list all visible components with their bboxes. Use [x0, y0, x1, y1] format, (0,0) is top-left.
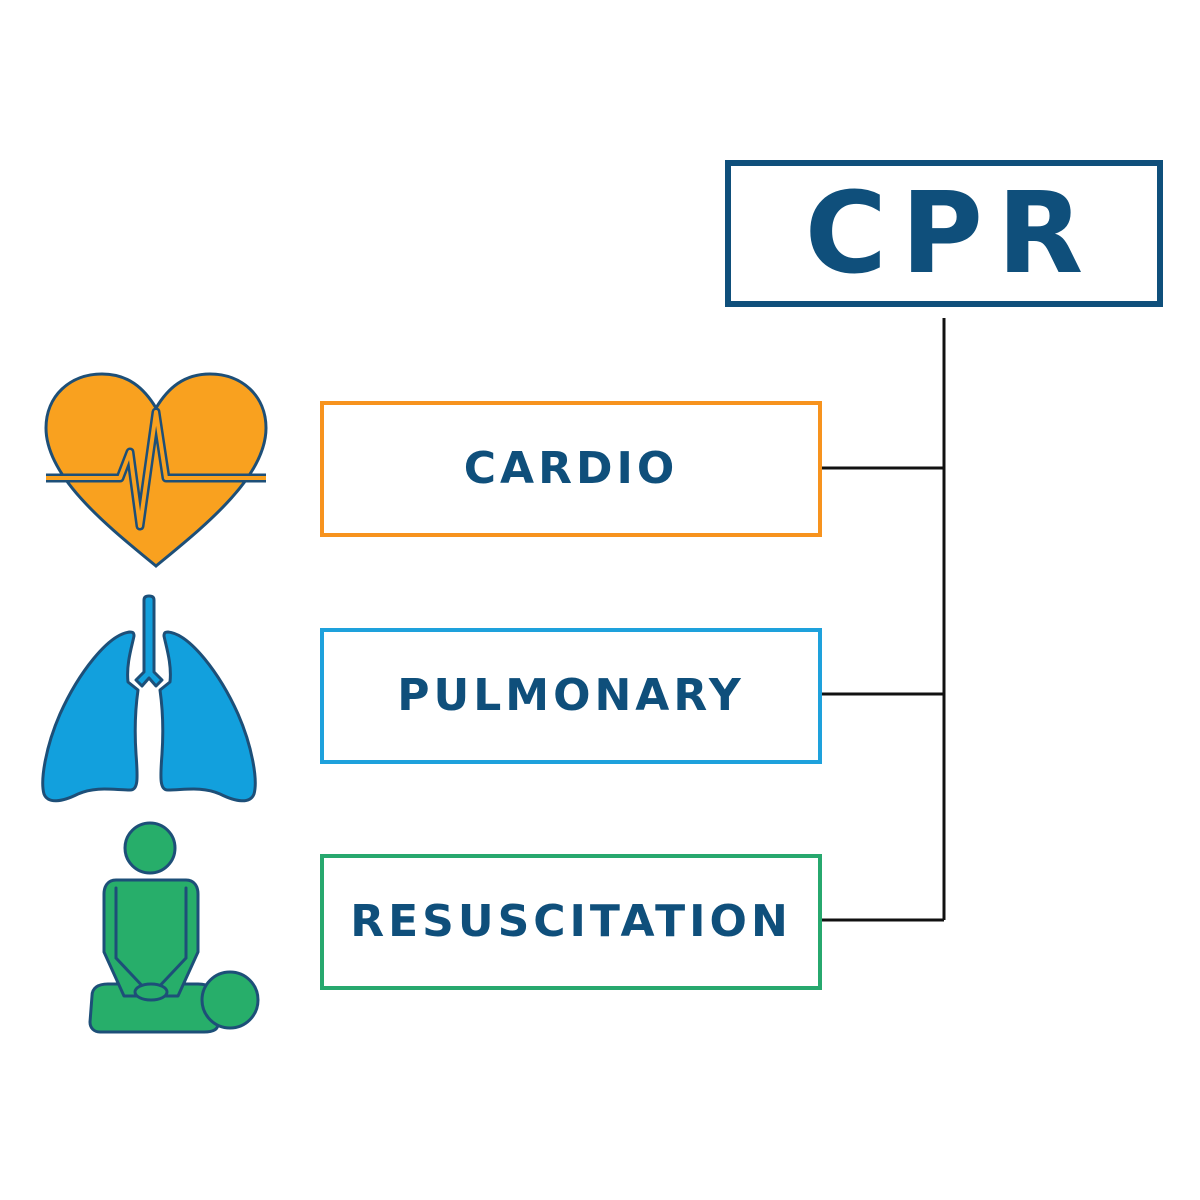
acronym-box: CPR — [725, 160, 1163, 307]
term-box-cardio: CARDIO — [320, 401, 822, 537]
acronym-title: CPR — [804, 168, 1098, 299]
term-box-resuscitation: RESUSCITATION — [320, 854, 822, 990]
term-box-pulmonary: PULMONARY — [320, 628, 822, 764]
term-label-cardio: CARDIO — [463, 443, 679, 494]
lungs-icon — [41, 594, 257, 803]
heart-icon — [44, 372, 268, 568]
cpr-person-icon — [88, 821, 260, 1034]
term-label-resuscitation: RESUSCITATION — [350, 896, 792, 947]
term-label-pulmonary: PULMONARY — [397, 670, 745, 721]
